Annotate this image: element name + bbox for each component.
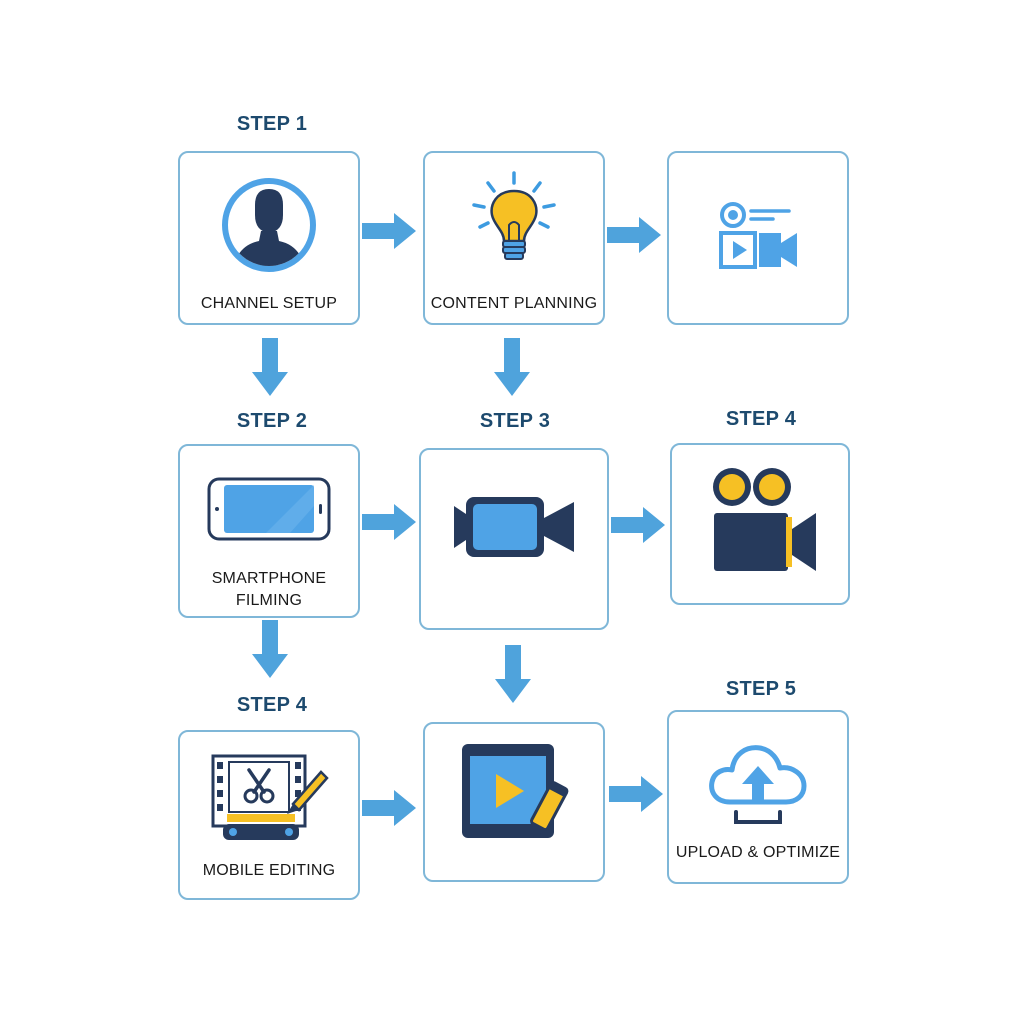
step-label-1: STEP 1	[236, 113, 308, 135]
card-content-planning: CONTENT PLANNING	[423, 151, 605, 325]
step-label-4-bottom: STEP 4	[236, 694, 308, 716]
lightbulb-icon	[472, 171, 556, 260]
video-camera-icon	[454, 497, 574, 557]
card-movie-camera	[670, 443, 850, 605]
film-edit-icon	[211, 754, 329, 840]
card-smartphone-filming: SMARTPHONE FILMING	[178, 444, 360, 618]
card-video-camera	[419, 448, 609, 630]
arrow-right-6	[609, 776, 663, 812]
arrow-right-1	[362, 213, 416, 249]
step-label-3: STEP 3	[479, 410, 551, 432]
arrow-down-4	[495, 645, 531, 703]
caption-upload-optimize: UPLOAD & OPTIMIZE	[675, 844, 841, 861]
caption-mobile-editing: MOBILE EDITING	[202, 862, 336, 879]
play-edit-icon	[462, 744, 569, 838]
step-label-4-top: STEP 4	[725, 408, 797, 430]
caption-channel-setup: CHANNEL SETUP	[200, 295, 338, 312]
step-label-5: STEP 5	[725, 678, 797, 700]
card-video-edit	[423, 722, 605, 882]
caption-smartphone-line1: SMARTPHONE	[211, 570, 327, 587]
card-mobile-editing: MOBILE EDITING	[178, 730, 360, 900]
step-label-2: STEP 2	[236, 410, 308, 432]
arrow-right-4	[611, 507, 665, 543]
caption-smartphone-line2: FILMING	[235, 592, 303, 609]
smartphone-icon	[207, 477, 331, 541]
caption-content-planning: CONTENT PLANNING	[430, 295, 598, 312]
movie-camera-icon	[713, 468, 816, 571]
video-recorder-icon	[719, 202, 797, 269]
arrow-right-2	[607, 217, 661, 253]
user-avatar-icon	[222, 178, 316, 272]
cloud-upload-icon	[709, 745, 807, 824]
caption-smartphone-filming: SMARTPHONE FILMING	[180, 568, 358, 612]
arrow-down-1	[252, 338, 288, 396]
arrow-down-2	[494, 338, 530, 396]
card-video-recorder	[667, 151, 849, 325]
arrow-right-3	[362, 504, 416, 540]
arrow-down-3	[252, 620, 288, 678]
card-upload-optimize: UPLOAD & OPTIMIZE	[667, 710, 849, 884]
card-channel-setup: CHANNEL SETUP	[178, 151, 360, 325]
arrow-right-5	[362, 790, 416, 826]
